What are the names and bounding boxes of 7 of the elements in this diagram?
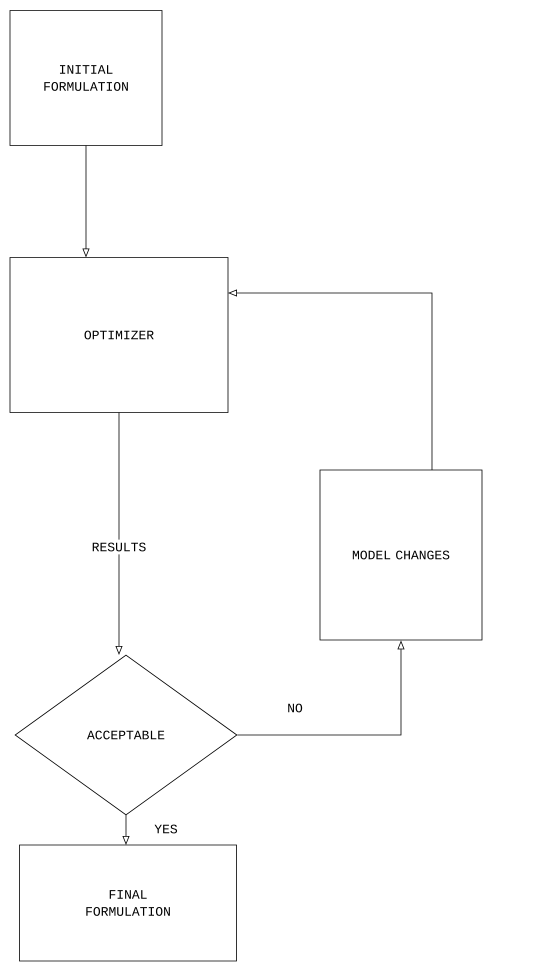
process-box: MODEL CHANGES [320,470,482,640]
process-box: FINAL FORMULATION [19,844,237,962]
edge-label: NO [288,704,302,712]
edge-label: YES [154,824,178,834]
edge-label: RESULTS [88,540,150,554]
process-box: INITIAL FORMULATION [10,10,162,146]
process-box: OPTIMIZER [10,257,228,413]
